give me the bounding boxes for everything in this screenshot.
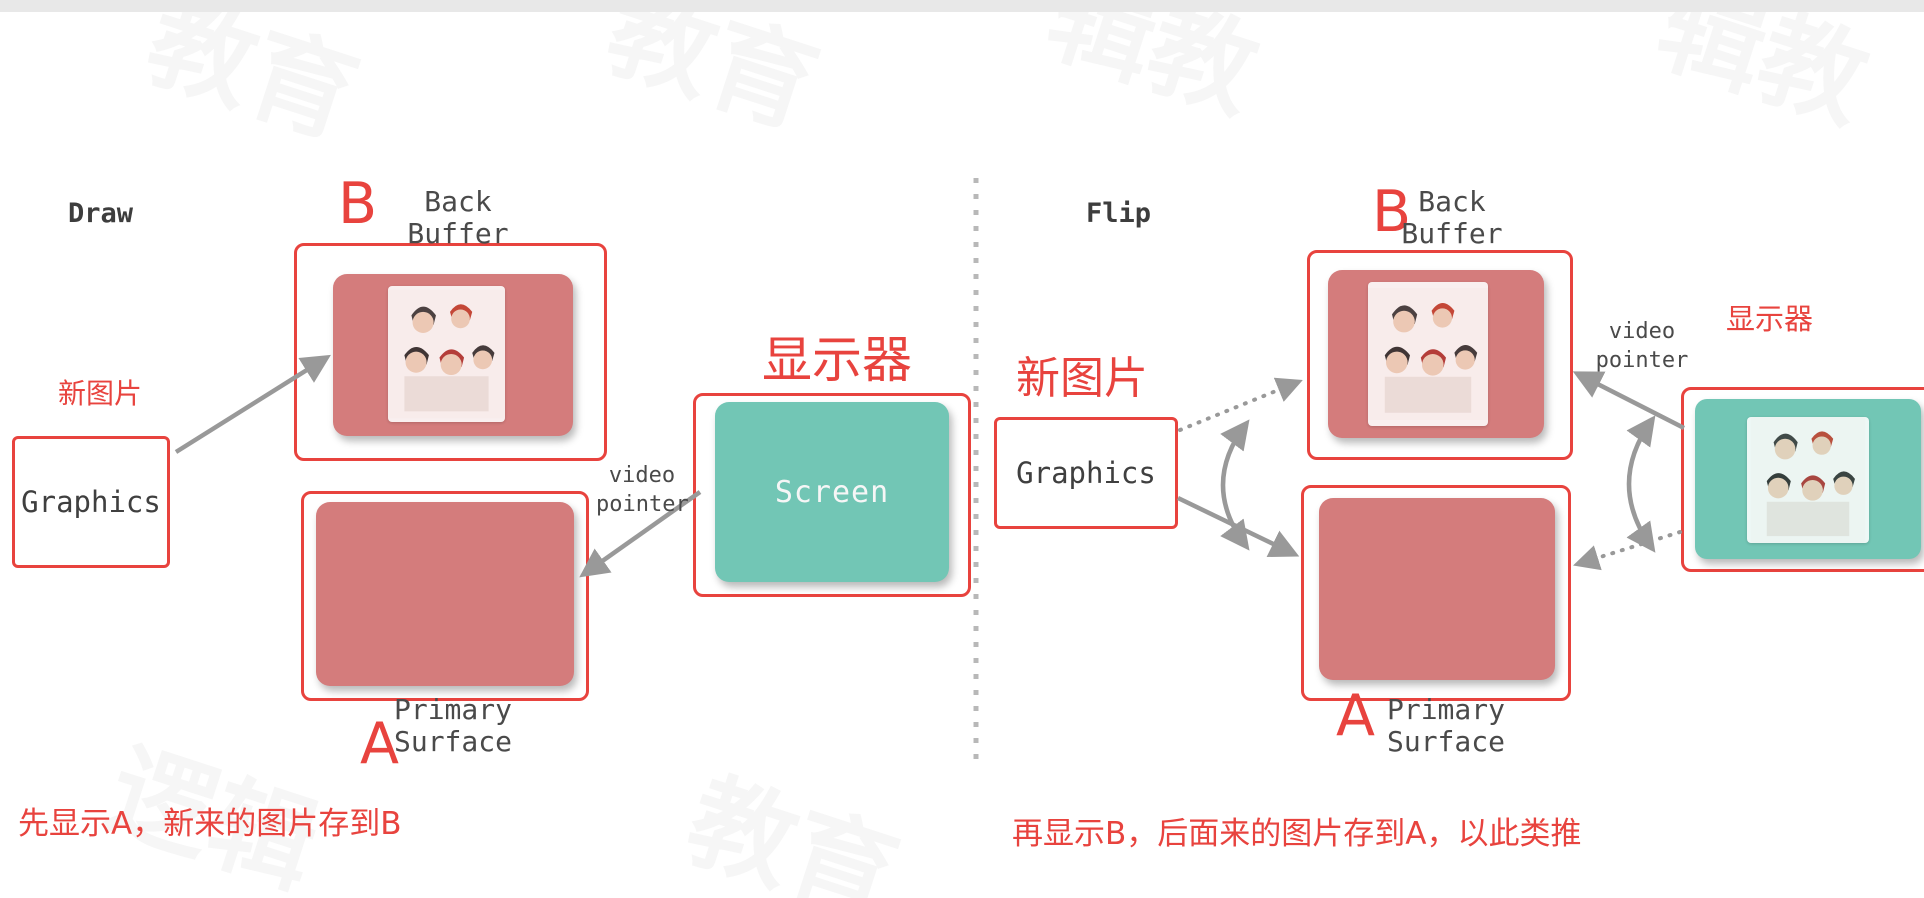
graphics-box: Graphics (12, 436, 170, 568)
graphics-box-right: Graphics (994, 417, 1178, 529)
video-pointer-line1: video (608, 463, 676, 488)
characters-image-art (388, 289, 505, 419)
back-buffer-label: Back Buffer (398, 185, 518, 251)
primary-surface-box (301, 491, 589, 701)
back-buffer-box (294, 243, 607, 461)
watermark-text: 教育 (593, 0, 831, 151)
display-label: 显示器 (762, 331, 912, 389)
back-buffer-label-line1: Back (1418, 185, 1486, 218)
screen-fill-right (1695, 399, 1921, 559)
screen-box: Screen (693, 393, 971, 597)
arrow-screen-to-primary-dotted (1573, 530, 1682, 571)
back-buffer-letter-b-right: B (1372, 179, 1412, 245)
swap-arrow-screen (1626, 415, 1656, 553)
arrow-graphics-to-primary (1177, 495, 1300, 557)
back-buffer-label-line2: Buffer (407, 217, 509, 251)
characters-image (1747, 417, 1869, 543)
characters-image-art (1368, 288, 1488, 420)
primary-surface-box-right (1301, 485, 1571, 701)
watermark-text: 辑教 (1033, 0, 1271, 136)
video-pointer-line2: pointer (1595, 347, 1689, 373)
swap-arrow-buffers (1220, 419, 1250, 551)
characters-image-art (1750, 417, 1866, 543)
video-pointer-line1: video (1608, 319, 1676, 344)
back-buffer-fill-right (1328, 270, 1544, 438)
back-buffer-fill (333, 274, 573, 436)
video-pointer-label: video pointer (596, 462, 689, 519)
video-pointer-label-right: video pointer (1592, 318, 1692, 375)
primary-surface-label-line2: Surface (393, 725, 512, 759)
primary-surface-label-line1: Primary (393, 693, 512, 726)
draw-caption: 先显示A，新来的图片存到B (18, 806, 402, 842)
primary-surface-fill (316, 502, 574, 686)
back-buffer-label-line1: Back (424, 185, 492, 218)
new-image-label-right: 新图片 (1016, 353, 1148, 404)
draw-mode-label: Draw (68, 198, 134, 229)
watermark-text: 教育 (133, 0, 371, 161)
arrow-graphics-to-backbuffer-dotted (1178, 377, 1303, 432)
flip-caption: 再显示B，后面来的图片存到A，以此类推 (1012, 816, 1582, 852)
video-pointer-line2: pointer (596, 491, 689, 517)
flip-mode-label: Flip (1086, 198, 1152, 229)
watermark-text: 辑教 (1643, 0, 1881, 146)
primary-surface-fill-right (1319, 498, 1555, 680)
back-buffer-label-line2: Buffer (1401, 217, 1503, 251)
primary-surface-letter-a: A (360, 711, 399, 777)
primary-surface-label: Primary Surface (383, 693, 523, 759)
new-image-label: 新图片 (58, 377, 143, 410)
primary-surface-label-line1: Primary (1386, 693, 1505, 726)
primary-surface-label-line2: Surface (1386, 725, 1505, 759)
window-top-strip (0, 0, 1924, 12)
display-label-right: 显示器 (1726, 302, 1814, 336)
graphics-label: Graphics (1016, 456, 1156, 490)
primary-surface-label-right: Primary Surface (1376, 693, 1516, 759)
screen-box-right (1681, 387, 1924, 572)
watermark-text: 教育 (673, 759, 911, 898)
back-buffer-box-right (1307, 250, 1573, 460)
primary-surface-letter-a-right: A (1336, 683, 1375, 749)
screen-label: Screen (774, 474, 890, 510)
arrow-screen-to-backbuffer (1572, 371, 1686, 431)
back-buffer-letter-b: B (338, 171, 378, 237)
characters-image (388, 286, 505, 422)
graphics-label: Graphics (21, 485, 161, 519)
screen-fill: Screen (715, 402, 949, 582)
back-buffer-label-right: Back Buffer (1392, 185, 1512, 251)
characters-image (1368, 282, 1488, 426)
